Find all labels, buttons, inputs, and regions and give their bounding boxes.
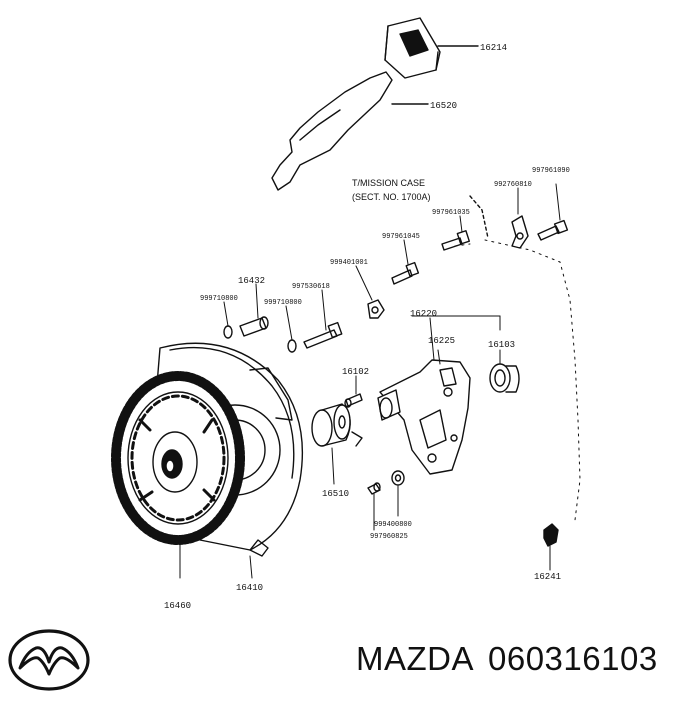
label-16214: 16214 — [480, 43, 507, 53]
case-note-line2: (SECT. NO. 1700A) — [352, 192, 431, 202]
bolt-997961045 — [391, 261, 420, 285]
bolt-16432 — [239, 316, 269, 337]
case-leader — [469, 195, 489, 239]
bolt-997530618 — [303, 321, 343, 349]
label-997961090: 997961090 — [532, 167, 570, 175]
clutch-disc — [111, 371, 245, 545]
label-16520: 16520 — [430, 101, 457, 111]
label-16410: 16410 — [236, 583, 263, 593]
clip-16241 — [543, 523, 559, 547]
release-bearing — [311, 403, 363, 447]
bearing-housing — [377, 359, 471, 475]
part-number: 060316103 — [488, 640, 658, 677]
label-16225: 16225 — [428, 336, 455, 346]
nut-999401001 — [367, 299, 385, 319]
label-16241: 16241 — [534, 572, 561, 582]
label-16460: 16460 — [164, 601, 191, 611]
label-16432: 16432 — [238, 276, 265, 286]
label-16510: 16510 — [322, 489, 349, 499]
nut-999400800 — [391, 470, 405, 486]
label-992760810: 992760810 — [494, 181, 532, 189]
label-999710800-a: 999710800 — [200, 295, 238, 303]
label-16220: 16220 — [410, 309, 437, 319]
brand-name: MAZDA — [356, 640, 474, 677]
case-outline-dashed — [454, 239, 581, 521]
bolt-997961035 — [441, 230, 471, 251]
case-note-line1: T/MISSION CASE — [352, 178, 425, 188]
label-999400800: 999400800 — [374, 521, 412, 529]
bolt-16102 — [344, 393, 363, 408]
label-999710800-b: 999710800 — [264, 299, 302, 307]
brand-caption: MAZDA 060316103 — [356, 640, 658, 678]
bolt-997960825 — [367, 482, 381, 495]
label-997530618: 997530618 — [292, 283, 330, 291]
washer-999710800-a — [223, 325, 233, 339]
bolt-997961090 — [537, 219, 569, 241]
release-fork-boot — [384, 17, 441, 79]
release-fork — [271, 71, 393, 191]
washer-999710800-b — [287, 339, 297, 353]
label-997961045: 997961045 — [382, 233, 420, 241]
label-997960825: 997960825 — [370, 533, 408, 541]
clip-992760810 — [511, 215, 529, 249]
mazda-logo-icon — [6, 626, 92, 699]
label-16102: 16102 — [342, 367, 369, 377]
oil-seal-16103 — [489, 363, 520, 393]
label-16103: 16103 — [488, 340, 515, 350]
label-997961035: 997961035 — [432, 209, 470, 217]
label-999401001: 999401001 — [330, 259, 368, 267]
